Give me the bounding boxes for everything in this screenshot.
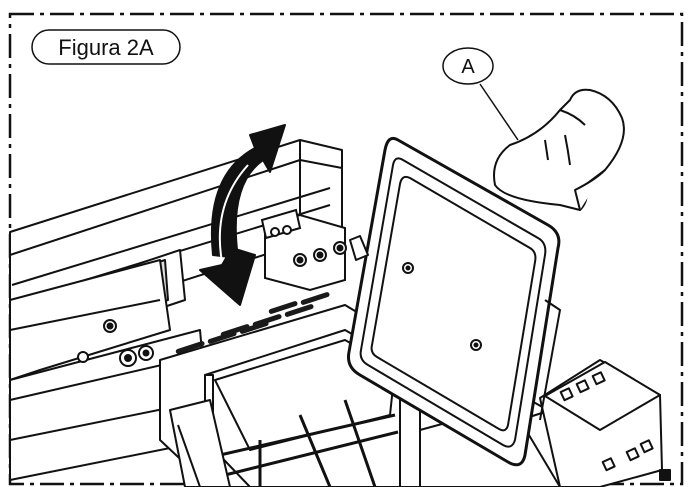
hinge-bracket bbox=[77, 208, 347, 367]
figure-title-frame bbox=[31, 29, 181, 65]
rotation-arrow-icon bbox=[199, 124, 286, 306]
callout-a-circle bbox=[442, 47, 494, 85]
callout-a-letter: A bbox=[461, 56, 475, 78]
figure-title-badge: Figura 2A bbox=[31, 29, 181, 65]
figure-title: Figura 2A bbox=[58, 35, 154, 60]
oven-mitt-icon bbox=[493, 88, 625, 211]
callout-a-leader bbox=[479, 83, 519, 141]
fryer-lid bbox=[347, 136, 561, 467]
callout-a: A bbox=[442, 47, 519, 141]
